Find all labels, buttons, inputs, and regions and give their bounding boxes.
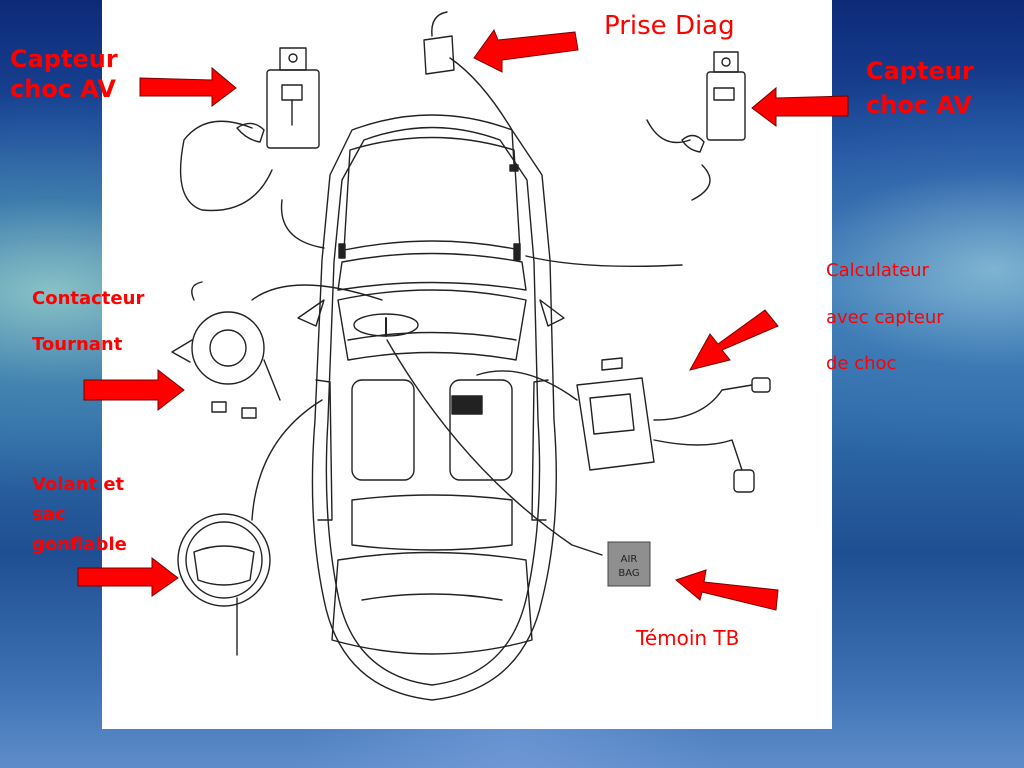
roof-panel bbox=[337, 252, 527, 291]
arrow-temoin bbox=[674, 569, 779, 611]
arrow-contacteur bbox=[83, 368, 185, 412]
label-capteur-choc-right: Capteur choc AV bbox=[866, 57, 974, 119]
sensor-right-cable bbox=[646, 119, 691, 144]
clock-spring bbox=[191, 311, 265, 385]
windshield bbox=[337, 289, 527, 361]
front-seat-left bbox=[351, 379, 415, 481]
diag-plug bbox=[423, 35, 455, 75]
airbag-lamp-text-1: AIR bbox=[621, 554, 638, 565]
car-body-inner bbox=[325, 126, 541, 686]
label-prise-diag: Prise Diag bbox=[604, 11, 735, 41]
airbag-ecu bbox=[576, 377, 655, 471]
arrow-calculateur bbox=[689, 309, 779, 371]
label-calculateur-1: Calculateur bbox=[826, 260, 929, 281]
arrow-volant bbox=[77, 556, 179, 597]
arrow-capteur-left bbox=[139, 66, 237, 107]
label-contacteur-2: Tournant bbox=[32, 334, 123, 355]
dashboard bbox=[347, 331, 517, 341]
car-wiring-drawing: AIR BAG bbox=[171, 11, 771, 701]
front-seat-right bbox=[449, 379, 513, 481]
steering-wheel bbox=[177, 513, 271, 607]
label-calculateur-2: avec capteur bbox=[826, 307, 944, 328]
airbag-lamp-text-2: BAG bbox=[618, 568, 639, 579]
label-calculateur-3: de choc bbox=[826, 353, 897, 374]
arrow-prise-diag bbox=[473, 28, 579, 73]
sensor-left-cable bbox=[179, 120, 273, 212]
label-contacteur-1: Contacteur bbox=[32, 288, 145, 309]
label-volant: Volant et sac gonflable bbox=[32, 474, 127, 555]
label-capteur-choc-left: Capteur choc AV bbox=[10, 45, 118, 103]
hood bbox=[331, 551, 533, 655]
airbag-lamp-box bbox=[607, 541, 651, 587]
arrow-capteur-right bbox=[751, 86, 849, 127]
label-temoin-tb: Témoin TB bbox=[636, 626, 740, 650]
ecu-cable bbox=[653, 384, 753, 421]
rear-bench bbox=[351, 494, 513, 551]
